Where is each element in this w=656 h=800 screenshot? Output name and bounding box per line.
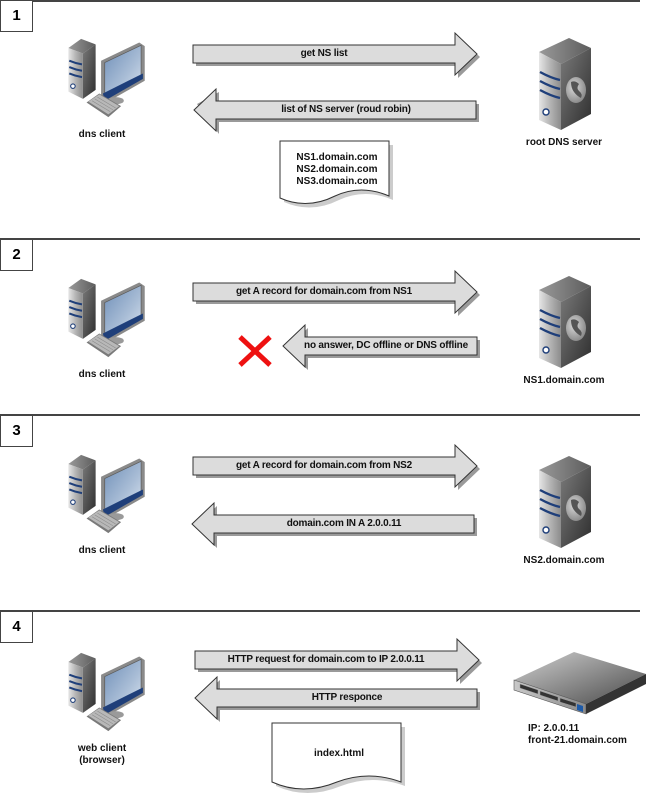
step-2-section: 2 dns client get A record for domain.com… [0, 238, 656, 414]
node-label: IP: 2.0.0.11 [528, 723, 580, 734]
step-number-badge: 3 [0, 416, 33, 447]
front-web-server-node[interactable]: IP: 2.0.0.11 front-21.domain.com [510, 650, 656, 747]
request-arrow: get NS list [192, 31, 481, 78]
section-divider [0, 610, 640, 612]
right-arrow-shape [194, 637, 482, 684]
desktop-computer-icon [52, 272, 152, 364]
desktop-computer-icon [52, 646, 152, 738]
document-line: index.html [313, 748, 364, 759]
step-1-section: 1 dns client get NS list list of NS serv… [0, 0, 656, 238]
node-label: (browser) [79, 755, 125, 766]
response-arrow: domain.com IN A 2.0.0.11 [191, 501, 480, 548]
arrow-label: list of NS server (roud robin) [281, 104, 411, 115]
arrow-label: no answer, DC offline or DNS offline [304, 340, 468, 351]
arrow-label: HTTP responce [311, 692, 383, 703]
right-arrow-shape [192, 269, 480, 316]
node-label: NS2.domain.com [523, 555, 605, 566]
left-arrow-shape [194, 675, 480, 722]
node-label: front-21.domain.com [528, 735, 627, 746]
node-label: dns client [78, 545, 126, 556]
dns-server-tower-icon [529, 454, 599, 550]
dns-client-node[interactable]: dns client [52, 272, 152, 381]
document-line: NS1.domain.com [296, 152, 378, 163]
section-divider [0, 414, 640, 416]
right-arrow-shape [192, 443, 480, 490]
document-line: NS3.domain.com [296, 176, 378, 187]
dns-server-tower-icon [529, 36, 599, 132]
request-arrow: get A record for domain.com from NS1 [192, 269, 481, 316]
arrow-label: HTTP request for domain.com to IP 2.0.0.… [227, 654, 425, 665]
step-number-badge: 4 [0, 612, 33, 643]
dns-client-node[interactable]: dns client [52, 32, 152, 141]
right-arrow-shape [192, 31, 480, 78]
step-4-section: 4 web client (browser) HTTP request for … [0, 610, 656, 800]
document-shape [271, 722, 405, 793]
response-arrow: list of NS server (roud robin) [193, 87, 482, 134]
document-line: NS2.domain.com [296, 164, 378, 175]
request-arrow: get A record for domain.com from NS2 [192, 443, 481, 490]
step-number-badge: 1 [0, 1, 33, 32]
node-label: root DNS server [525, 137, 603, 148]
left-arrow-shape [191, 501, 477, 548]
step-3-section: 3 dns client get A record for domain.com… [0, 414, 656, 610]
node-label: dns client [78, 369, 126, 380]
error-x-icon [237, 334, 273, 368]
root-dns-server-node[interactable]: root DNS server [519, 36, 609, 149]
dns-server-tower-icon [529, 274, 599, 370]
index-html-document: index.html [271, 722, 407, 798]
arrow-label: get A record for domain.com from NS1 [236, 286, 412, 297]
dns-client-node[interactable]: dns client [52, 448, 152, 557]
section-divider [0, 238, 640, 240]
web-client-node[interactable]: web client (browser) [52, 646, 152, 767]
left-arrow-shape [282, 323, 480, 370]
ns-list-document: NS1.domain.com NS2.domain.com NS3.domain… [279, 140, 395, 212]
arrow-label: get NS list [300, 48, 348, 59]
rack-server-icon [510, 650, 650, 716]
ns1-server-node[interactable]: NS1.domain.com [509, 274, 619, 387]
document-shape [279, 140, 393, 208]
ns2-server-node[interactable]: NS2.domain.com [509, 454, 619, 567]
arrow-label: domain.com IN A 2.0.0.11 [286, 518, 402, 529]
request-arrow: HTTP request for domain.com to IP 2.0.0.… [194, 637, 483, 684]
desktop-computer-icon [52, 32, 152, 124]
node-label: NS1.domain.com [523, 375, 605, 386]
desktop-computer-icon [52, 448, 152, 540]
node-label: web client [77, 743, 127, 754]
arrow-label: get A record for domain.com from NS2 [236, 460, 412, 471]
response-arrow: HTTP responce [194, 675, 483, 722]
node-label: dns client [78, 129, 126, 140]
failed-response-arrow: no answer, DC offline or DNS offline [282, 323, 483, 370]
left-arrow-shape [193, 87, 479, 134]
section-divider [0, 0, 640, 2]
step-number-badge: 2 [0, 240, 33, 271]
